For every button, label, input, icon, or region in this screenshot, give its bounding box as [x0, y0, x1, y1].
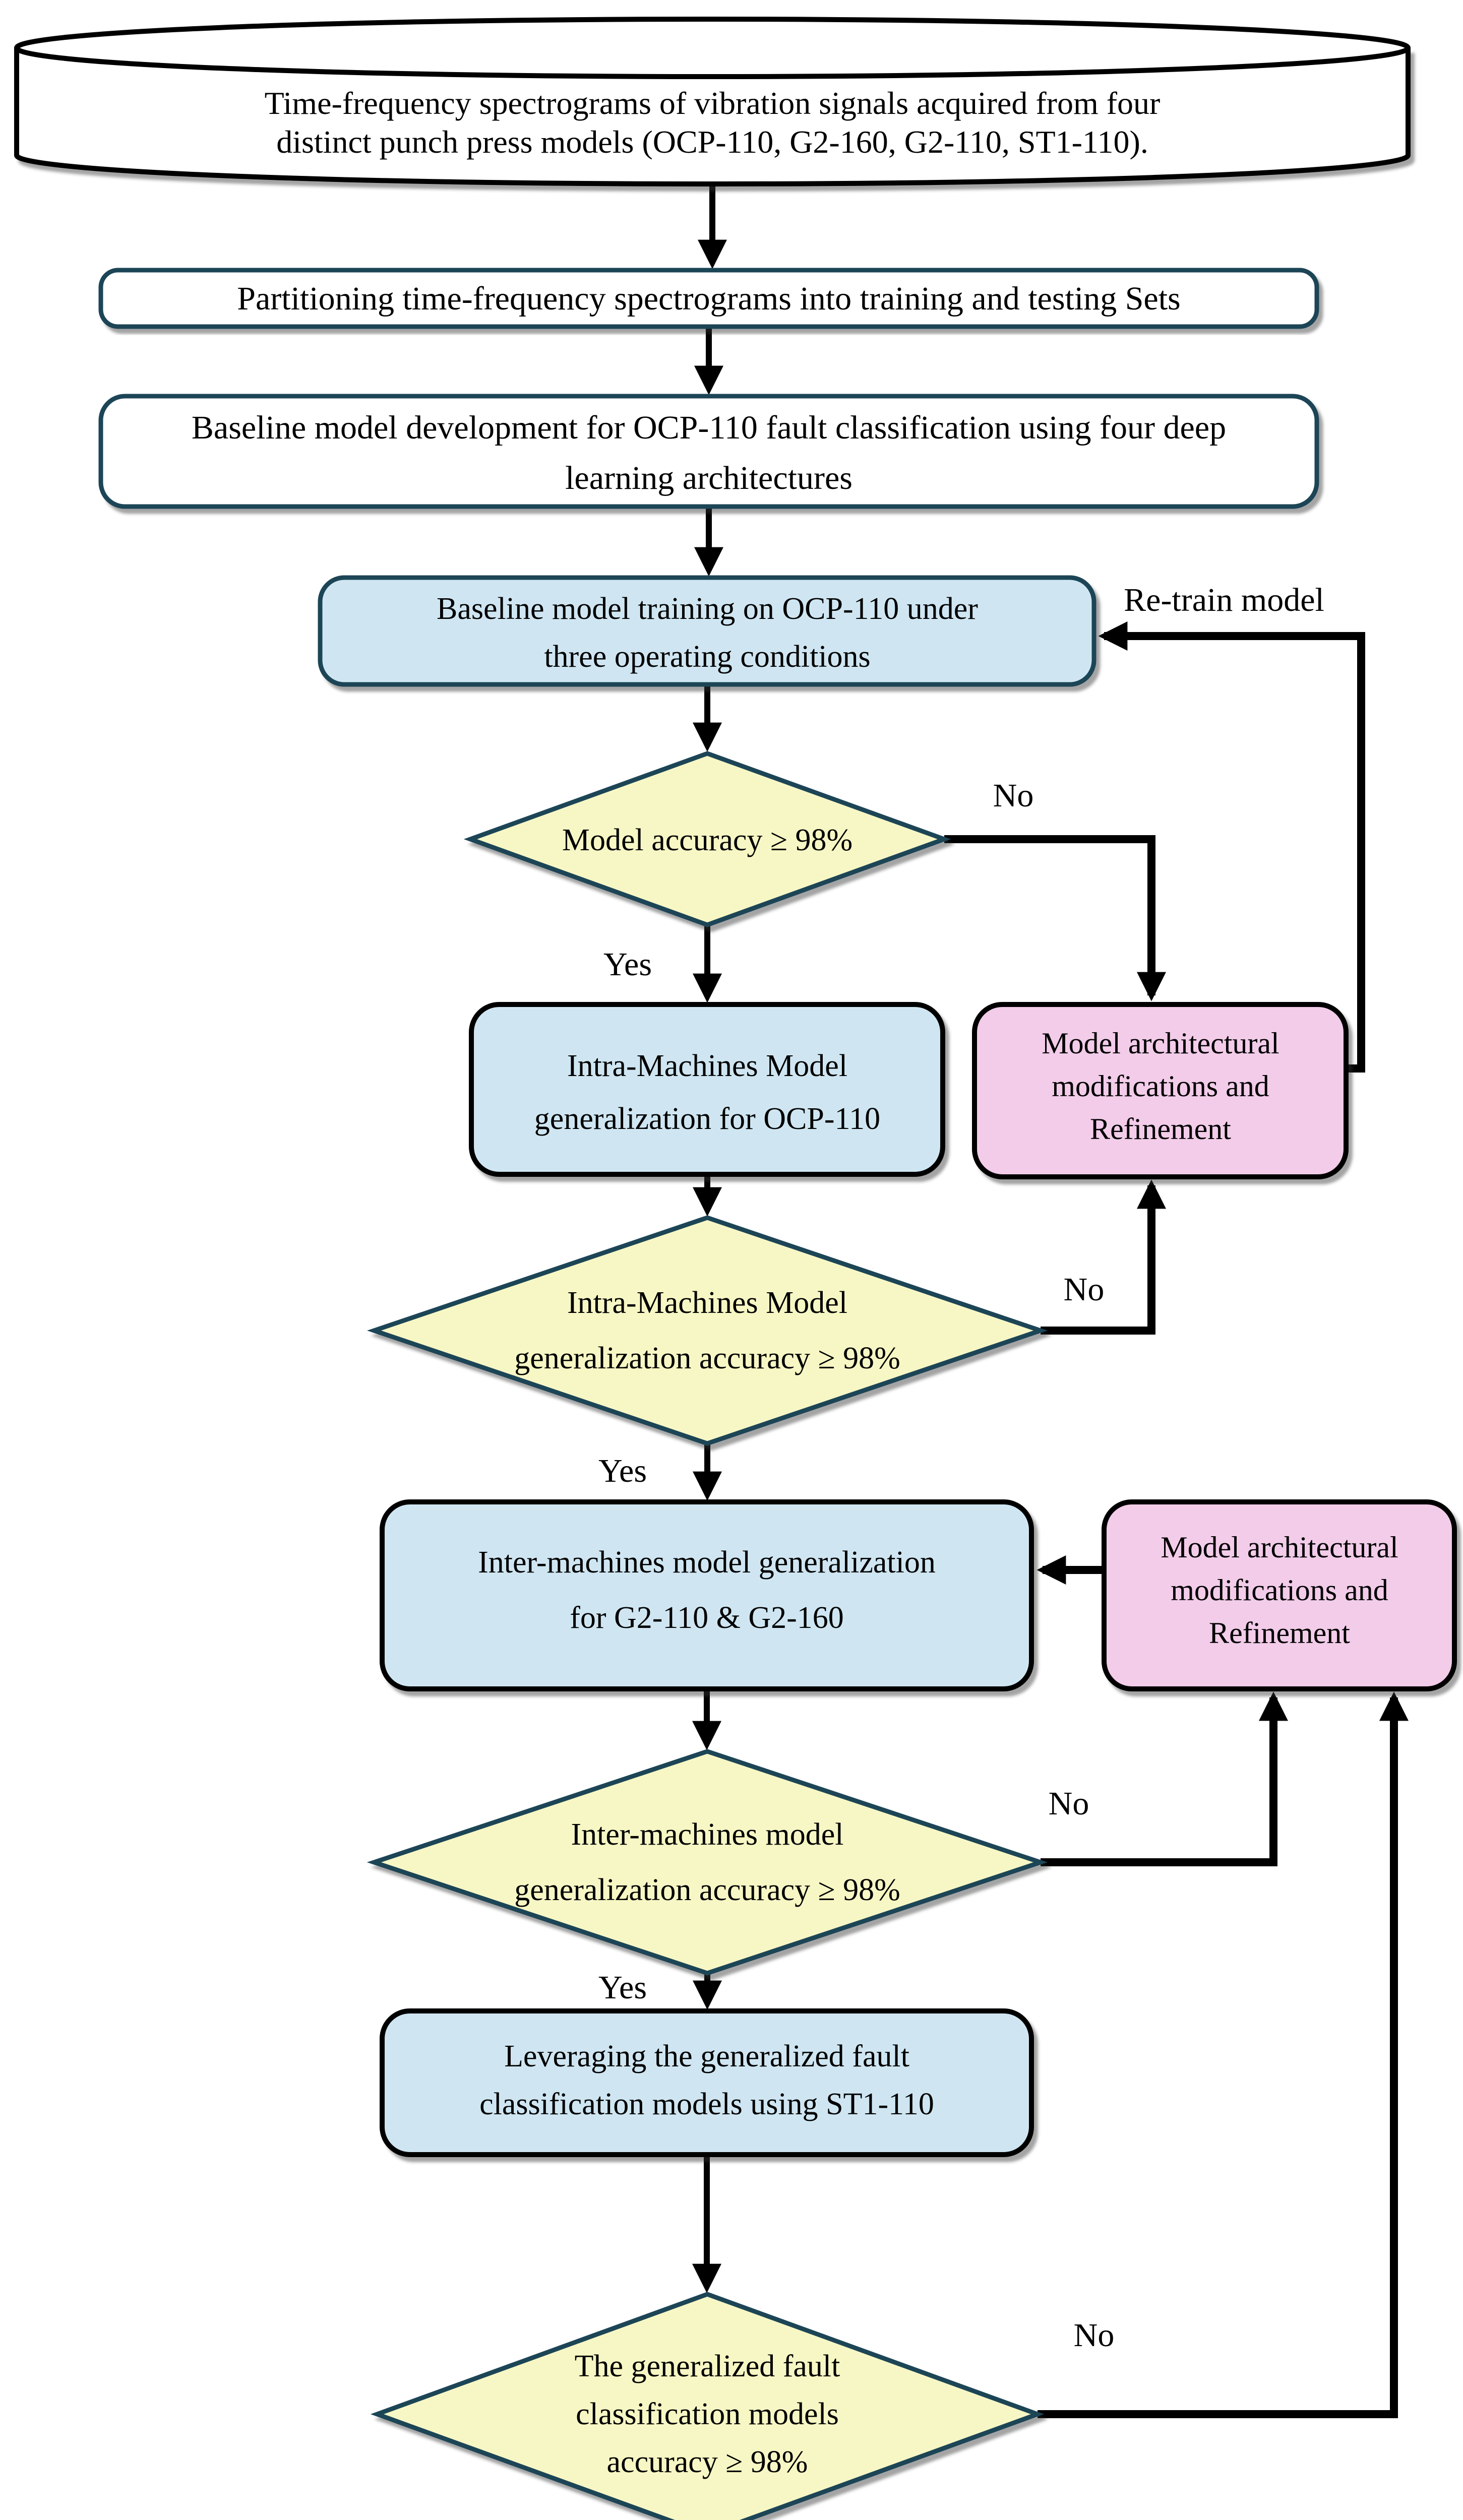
leveraging-box — [380, 2008, 1034, 2157]
partitioning-node: Partitioning time-frequency spectrograms… — [98, 268, 1319, 329]
baseline-development-line2: learning architectures — [565, 460, 852, 496]
decision-inter-line2: generalization accuracy ≥ 98% — [514, 1873, 900, 1907]
datastore-body — [14, 48, 1411, 186]
decision-intra-line2: generalization accuracy ≥ 98% — [514, 1341, 900, 1375]
inter-machines-box — [380, 1499, 1034, 1691]
decision2-no-label: No — [1064, 1271, 1105, 1308]
decision1-no-label: No — [993, 777, 1034, 814]
edge-decision3-no — [1041, 1691, 1288, 1866]
inter-machines-generalization-node: Inter-machines model generalization for … — [380, 1499, 1034, 1691]
leveraging-line2: classification models using ST1-110 — [479, 2087, 934, 2121]
decision3-no-label: No — [1049, 1785, 1089, 1822]
edges — [692, 185, 1409, 2418]
decision2-yes-label: Yes — [598, 1453, 647, 1489]
leveraging-line1: Leveraging the generalized fault — [504, 2039, 909, 2073]
datastore-line2: distinct punch press models (OCP-110, G2… — [276, 124, 1148, 160]
refinement-top-box — [972, 1002, 1349, 1179]
refinement-top-line1: Model architectural — [1042, 1027, 1279, 1060]
decision4-no-label: No — [1074, 2317, 1115, 2354]
refinement-bottom-line2: modifications and — [1171, 1573, 1388, 1607]
refinement-bottom-node: Model architectural modifications and Re… — [1102, 1499, 1457, 1691]
decision-generalized-accuracy-node: The generalized fault classification mod… — [370, 2292, 1045, 2520]
refinement-bottom-line1: Model architectural — [1161, 1531, 1398, 1564]
decision-inter-line1: Inter-machines model — [571, 1817, 843, 1852]
baseline-training-line2: three operating conditions — [544, 640, 870, 674]
edge-decision4-no — [1038, 1691, 1409, 2418]
inter-machines-line2: for G2-110 & G2-160 — [570, 1601, 844, 1635]
decision1-yes-label: Yes — [603, 946, 652, 983]
baseline-training-box — [318, 575, 1096, 687]
decision-model-accuracy-line1: Model accuracy ≥ 98% — [562, 823, 852, 857]
decision-inter-diamond — [367, 1749, 1048, 1976]
decision-intra-accuracy-node: Intra-Machines Model generalization accu… — [367, 1215, 1048, 1446]
datastore-node: Time-frequency spectrograms of vibration… — [14, 17, 1411, 186]
refinement-top-line3: Refinement — [1090, 1112, 1231, 1146]
decision-inter-accuracy-node: Inter-machines model generalization accu… — [367, 1749, 1048, 1976]
partitioning-line1: Partitioning time-frequency spectrograms… — [237, 280, 1180, 317]
baseline-development-node: Baseline model development for OCP-110 f… — [98, 394, 1319, 509]
partitioning-box — [98, 268, 1319, 329]
decision-generalized-line3: accuracy ≥ 98% — [607, 2445, 808, 2479]
intra-machines-line2: generalization for OCP-110 — [534, 1102, 880, 1136]
decision-intra-diamond — [367, 1215, 1048, 1446]
intra-machines-line1: Intra-Machines Model — [567, 1049, 847, 1083]
baseline-training-node: Baseline model training on OCP-110 under… — [318, 575, 1096, 687]
retrain-label: Re-train model — [1124, 582, 1324, 618]
decision3-yes-label: Yes — [598, 1969, 647, 2006]
decision-generalized-line2: classification models — [576, 2397, 839, 2431]
intra-machines-generalization-node: Intra-Machines Model generalization for … — [469, 1002, 945, 1177]
decision-generalized-diamond — [370, 2292, 1045, 2520]
decision-model-accuracy-node: Model accuracy ≥ 98% — [463, 751, 951, 927]
decision-intra-line1: Intra-Machines Model — [567, 1286, 847, 1320]
edge-retrain-feedback — [1098, 621, 1365, 1073]
decision-generalized-line1: The generalized fault — [575, 2349, 840, 2383]
datastore-line1: Time-frequency spectrograms of vibration… — [265, 85, 1161, 121]
edge-decision1-no — [944, 835, 1166, 1001]
intra-machines-box — [469, 1002, 945, 1177]
edge-decision2-no — [1041, 1179, 1166, 1335]
refinement-top-line2: modifications and — [1052, 1069, 1269, 1103]
baseline-development-line1: Baseline model development for OCP-110 f… — [192, 409, 1226, 446]
decision-model-accuracy-diamond — [463, 751, 951, 927]
refinement-top-node: Model architectural modifications and Re… — [972, 1002, 1349, 1179]
refinement-bottom-line3: Refinement — [1209, 1616, 1350, 1650]
inter-machines-line1: Inter-machines model generalization — [478, 1545, 936, 1580]
datastore-top-ellipse — [14, 17, 1411, 79]
leveraging-st1-node: Leveraging the generalized fault classif… — [380, 2008, 1034, 2157]
refinement-bottom-box — [1102, 1499, 1457, 1691]
baseline-development-box — [98, 394, 1319, 509]
baseline-training-line1: Baseline model training on OCP-110 under — [437, 592, 978, 626]
